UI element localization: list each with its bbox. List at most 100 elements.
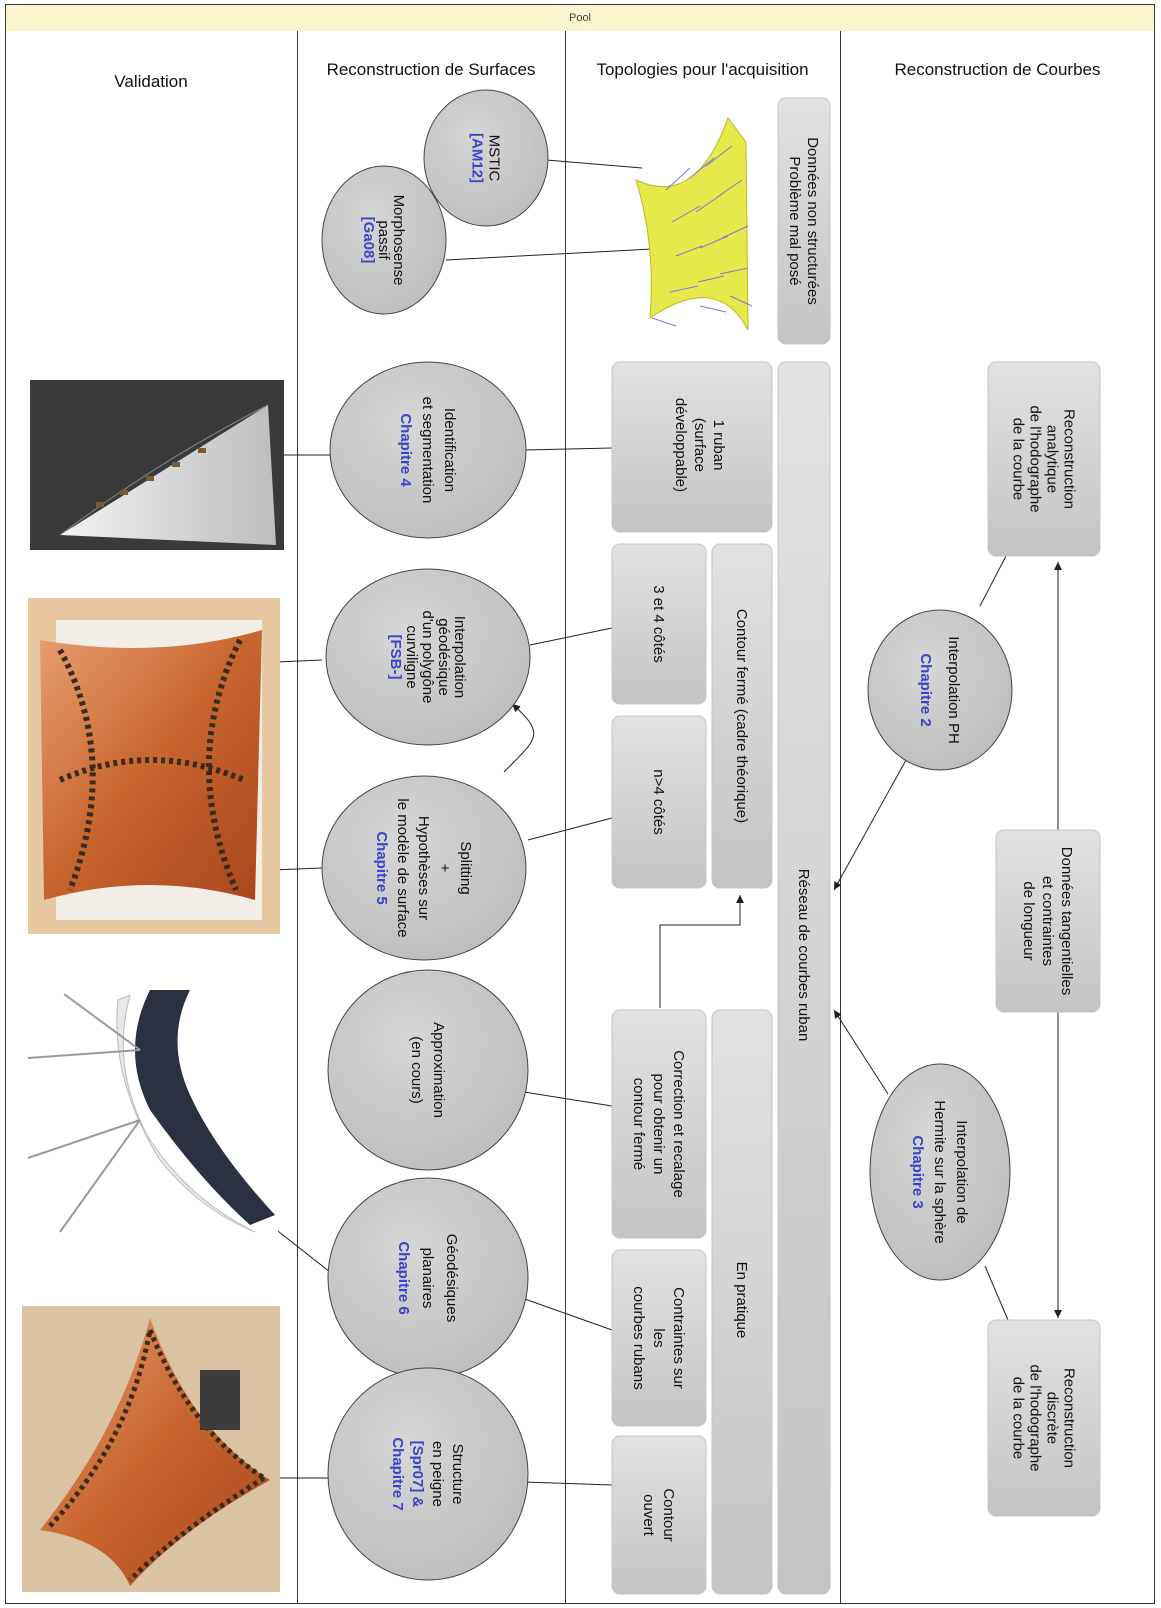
box-contour-ferme-line: Contour fermé (cadre théorique): [733, 609, 750, 823]
box-correction-recalage: [611, 1009, 707, 1239]
circle-interpolation-hermite-ref: Chapitre 3: [909, 1135, 926, 1208]
circle-interpolation-hermite-line: Hermite sur la sphère: [931, 1100, 948, 1243]
circle-interpolation-geodesique: [325, 568, 531, 746]
circle-approximation-line: Approximation: [430, 1022, 447, 1118]
lane-divider-1: [297, 31, 298, 1604]
circle-identification-ref: Chapitre 4: [397, 413, 414, 487]
circle-approximation-line: (en cours): [408, 1036, 425, 1104]
circle-morphosense-ref: [Ga08]: [360, 217, 377, 264]
box-3-4-cotes: [611, 543, 707, 705]
box-donnees-tangentielles-line: et contraintes: [1039, 876, 1056, 966]
connector-approximation-correction: [523, 1091, 613, 1107]
connector-ph-analytique: [979, 555, 1007, 607]
circle-identification: [329, 361, 527, 539]
circle-splitting-line: le modèle de surface: [394, 798, 411, 937]
box-donnees-tangentielles: [995, 829, 1101, 1013]
arrow-hermite-to-reseau: [833, 1009, 889, 1095]
lane-title-topologies: Topologies pour l'acquisition: [596, 60, 809, 79]
box-donnees-tangentielles-line: Données tangentielles: [1058, 847, 1075, 995]
box-contraintes-rubans-line: courbes rubans: [630, 1286, 647, 1389]
box-contraintes-rubans-line: les: [650, 1328, 667, 1347]
photo-copper-structure: [22, 1306, 280, 1592]
circle-mstic-line: MSTIC: [486, 135, 503, 182]
lane-divider-2: [565, 31, 566, 1604]
box-reconstruction-analytique-line: analytique: [1044, 425, 1061, 493]
circle-splitting-line: Splitting: [457, 841, 474, 894]
box-donnees-tangentielles-line: de longueur: [1020, 881, 1037, 960]
circle-structure-peigne-ref: [Spr07] &: [409, 1441, 426, 1508]
circle-structure-peigne: [327, 1367, 529, 1581]
arrow-correction-to-contour-ferme: [659, 895, 744, 1008]
circle-morphosense-line: Morphosense: [390, 195, 407, 286]
box-3-4-cotes-label: 3 et 4 côtés: [650, 585, 667, 663]
circle-structure-peigne-ref: Chapitre 7: [389, 1437, 406, 1510]
box-n-4-cotes-label: n>4 côtés: [650, 769, 667, 834]
connector-geodesiques-photo: [273, 1227, 331, 1273]
box-correction-recalage-line: Correction et recalage: [670, 1050, 687, 1198]
circle-morphosense: [321, 165, 447, 315]
box-contour-ouvert: [611, 1435, 707, 1595]
photo-cone-surface: [30, 380, 284, 550]
lane-title-courbes: Reconstruction de Courbes: [894, 60, 1101, 79]
box-donnees-non-structurees: [777, 97, 831, 345]
box-un-ruban-line: développable): [672, 398, 689, 492]
circle-splitting-line: +: [436, 864, 453, 873]
circle-identification-line: et segmentation: [419, 397, 436, 504]
circle-splitting: [321, 775, 527, 961]
box-contour-ouvert-line: ouvert: [640, 1494, 657, 1537]
circle-interpolation-geodesique-line: géodésique: [435, 618, 452, 696]
pool-label: Pool: [568, 12, 592, 24]
box-un-ruban-line: (surface: [691, 418, 708, 472]
circle-mstic: [423, 89, 549, 227]
box-donnees-non-structurees-line: Données non structurées: [804, 137, 821, 305]
circle-structure-peigne-line: en peigne: [429, 1441, 446, 1507]
box-contraintes-rubans: [611, 1249, 707, 1427]
connector-identification-ruban: [523, 447, 613, 451]
lane-title-validation: Validation: [114, 72, 188, 91]
box-reconstruction-analytique: [987, 361, 1101, 557]
circle-mstic-label: MSTIC[AM12]: [469, 133, 503, 183]
box-n-4-cotes-line: n>4 côtés: [650, 769, 667, 834]
connector-geodesiques-contraintes: [521, 1297, 613, 1331]
box-un-ruban-line: 1 ruban: [710, 420, 727, 471]
box-n-4-cotes: [611, 715, 707, 889]
circle-interpolation-hermite: [869, 1063, 1011, 1281]
circle-interpolation-geodesique-ref: [FSB-]: [387, 635, 404, 680]
connector-splitting-photo: [271, 867, 323, 871]
box-correction-recalage-line: contour fermé: [630, 1078, 647, 1171]
box-reconstruction-analytique-line: Reconstruction: [1061, 409, 1078, 509]
pool-header: Pool: [5, 4, 1155, 32]
box-reconstruction-discrete-line: de l'hodographe: [1027, 1364, 1044, 1471]
circle-interpolation-geodesique-line: curviligne: [403, 625, 420, 688]
circle-interpolation-geodesique-line: Interpolation: [451, 616, 468, 699]
lane-title-surfaces: Reconstruction de Surfaces: [326, 60, 536, 79]
box-reconstruction-discrete: [987, 1319, 1101, 1517]
box-contour-ouvert-line: Contour: [660, 1488, 677, 1541]
circle-interpolation-ph: [867, 609, 1013, 771]
box-reconstruction-analytique-line: de la courbe: [1010, 418, 1027, 501]
photo-copper-sheet: [28, 598, 280, 934]
lane-divider-3: [840, 31, 841, 1604]
box-reconstruction-discrete-line: Reconstruction: [1061, 1368, 1078, 1468]
circle-mstic-ref: [AM12]: [469, 133, 486, 183]
circle-interpolation-ph-ref: Chapitre 2: [917, 653, 934, 726]
box-donnees-non-structurees-line: Problème mal posé: [786, 156, 803, 285]
connector-interpolation-photo: [275, 659, 323, 663]
circle-geodesiques-planaires-ref: Chapitre 6: [395, 1241, 412, 1314]
box-correction-recalage-line: pour obtenir un: [650, 1074, 667, 1175]
box-reseau-courbes-ruban-label: Réseau de courbes ruban: [795, 869, 812, 1042]
circle-approximation-label: Approximation (en cours): [408, 1022, 447, 1118]
connector-hermite-discrete: [984, 1265, 1009, 1321]
